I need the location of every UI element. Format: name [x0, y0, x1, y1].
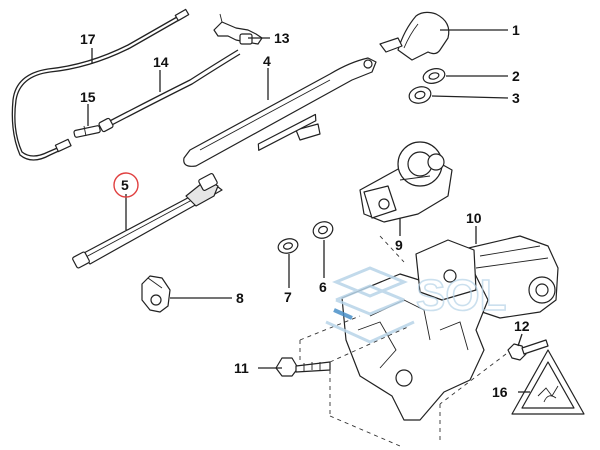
callout-7: 7: [284, 289, 292, 305]
callout-6: 6: [319, 279, 327, 295]
part-7-washer: [277, 238, 299, 254]
part-2-washer: [422, 68, 446, 84]
callout-10: 10: [466, 210, 482, 226]
part-5-wiper-blade: [72, 113, 317, 269]
leader-lines: [87, 29, 530, 393]
callout-17: 17: [80, 31, 96, 47]
part-9-wiper-motor: [359, 141, 453, 223]
callout-11: 11: [234, 360, 249, 376]
assembly-dashed-lines: [299, 235, 507, 447]
part-5-highlight-circle: [113, 172, 139, 198]
callout-14: 14: [153, 54, 169, 70]
callout-8: 8: [236, 290, 244, 306]
part-6-washer: [312, 221, 334, 239]
watermark-text: SOL: [416, 271, 506, 320]
callout-2: 2: [512, 68, 520, 84]
part-4-wiper-arm: [183, 57, 377, 167]
part-13-nozzle: [213, 13, 263, 45]
part-11-bolt: [275, 357, 331, 377]
callout-5: 5: [121, 177, 129, 193]
watermark-logo: SOL: [325, 266, 507, 344]
callout-15: 15: [80, 89, 96, 105]
part-14-hose: [98, 49, 241, 133]
callout-16: 16: [492, 384, 508, 400]
part-3-washer: [408, 86, 432, 104]
callout-4: 4: [263, 53, 271, 69]
callout-3: 3: [512, 90, 520, 106]
part-17-washer-hose: [11, 8, 190, 161]
callout-9: 9: [395, 237, 403, 253]
part-1-cap: [379, 11, 450, 61]
part-8-mount-block: [141, 275, 171, 313]
part-16-warning-label: [511, 349, 585, 415]
part-15-hose-connector: [73, 125, 101, 138]
callout-1: 1: [512, 22, 520, 38]
callout-12: 12: [514, 318, 530, 334]
part-12-bolt: [507, 339, 549, 361]
callout-13: 13: [274, 30, 290, 46]
